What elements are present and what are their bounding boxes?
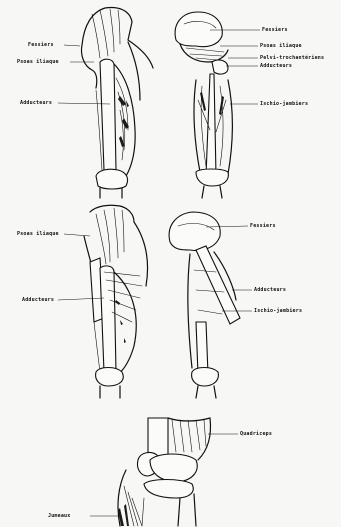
label-ischio-back: Ischio-jambiers [260,101,308,107]
label-ischio-abducted-back: Ischio-jambiers [254,308,302,314]
label-fessiers-front: Fessiers [28,42,54,48]
panel-posterior-abducted [169,212,252,398]
label-fessiers-abducted-back: Fessiers [250,223,276,229]
panel-posterior-thigh [175,12,260,198]
label-adducteurs-abducted-back: Adducteurs [254,287,286,293]
label-adducteurs-abducted: Adducteurs [22,297,54,303]
panel-front-abducted [58,205,148,398]
panel-front-thigh [58,8,153,198]
label-quadriceps: Quadriceps [240,431,272,437]
label-psoas-back: Psoas iliaque [260,43,302,49]
label-psoas-abducted: Psoas iliaque [17,231,59,237]
label-psoas-front: Psoas iliaque [17,59,59,65]
label-pelvi-trochanteriens: Pelvi-trochantériens [260,55,324,61]
label-fessiers-back: Fessiers [262,27,288,33]
label-adducteurs-front: Adducteurs [20,100,52,106]
panel-knee-leg [90,418,238,526]
label-adducteurs-back: Adducteurs [260,63,292,69]
label-jumeaux: Jumeaux [48,513,70,519]
